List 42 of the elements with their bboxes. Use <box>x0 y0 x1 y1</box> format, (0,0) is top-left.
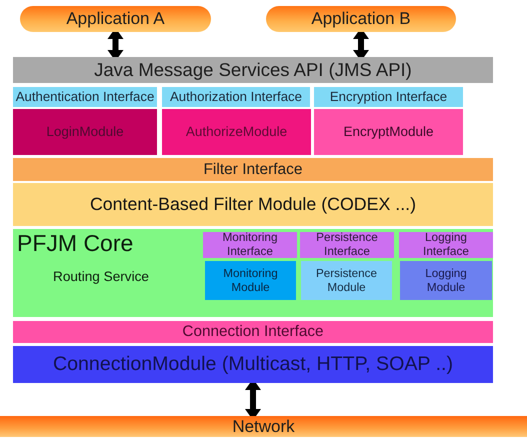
box-label: LoginModule <box>46 124 124 140</box>
box-label: Encryption Interface <box>330 89 448 105</box>
interface-box <box>314 87 463 107</box>
box-label: Filter Interface <box>203 160 303 178</box>
box-label: Persistence Module <box>314 267 378 294</box>
box-label: Monitoring Module <box>222 267 279 294</box>
box-label: Java Message Services API (JMS API) <box>94 59 412 81</box>
box-label: Routing Service <box>53 269 149 286</box>
box-label: Connection Interface <box>182 323 324 341</box>
interface-box <box>203 232 297 258</box>
network-bar <box>0 416 527 437</box>
application-pill <box>266 6 456 32</box>
interface-bar <box>13 321 493 343</box>
module-box <box>13 109 157 155</box>
box-label: Network <box>232 416 295 436</box>
module-box <box>314 109 463 155</box>
box-label: Authorization Interface <box>170 89 302 105</box>
box-label: Application B <box>311 9 411 29</box>
interface-box <box>162 87 310 107</box>
box-label: AuthorizeModule <box>186 124 288 140</box>
module-bar <box>13 183 493 226</box>
box-label: Content-Based Filter Module (CODEX ...) <box>90 194 416 215</box>
box-label: Persistence Interface <box>315 231 379 259</box>
interface-box <box>399 232 493 258</box>
panel-title: PFJM Core <box>17 231 134 256</box>
core-panel <box>13 229 493 317</box>
box-label: Authentication Interface <box>16 89 154 105</box>
box-label: ConnectionModule (Multicast, HTTP, SOAP ..) <box>52 353 454 376</box>
interface-box <box>300 232 394 258</box>
box-label: Application A <box>66 9 165 29</box>
api-bar <box>13 57 493 83</box>
application-pill <box>20 6 211 32</box>
box-label: Logging Interface <box>422 231 470 259</box>
module-bar <box>13 346 493 383</box>
module-box <box>162 109 311 155</box>
box-label: EncryptModule <box>343 124 434 140</box>
module-box <box>400 261 492 300</box>
box-label: Monitoring Interface <box>221 231 279 259</box>
module-box <box>301 261 392 300</box>
module-box <box>205 261 296 300</box>
box-label: Logging Module <box>424 267 468 294</box>
interface-bar <box>13 158 493 181</box>
